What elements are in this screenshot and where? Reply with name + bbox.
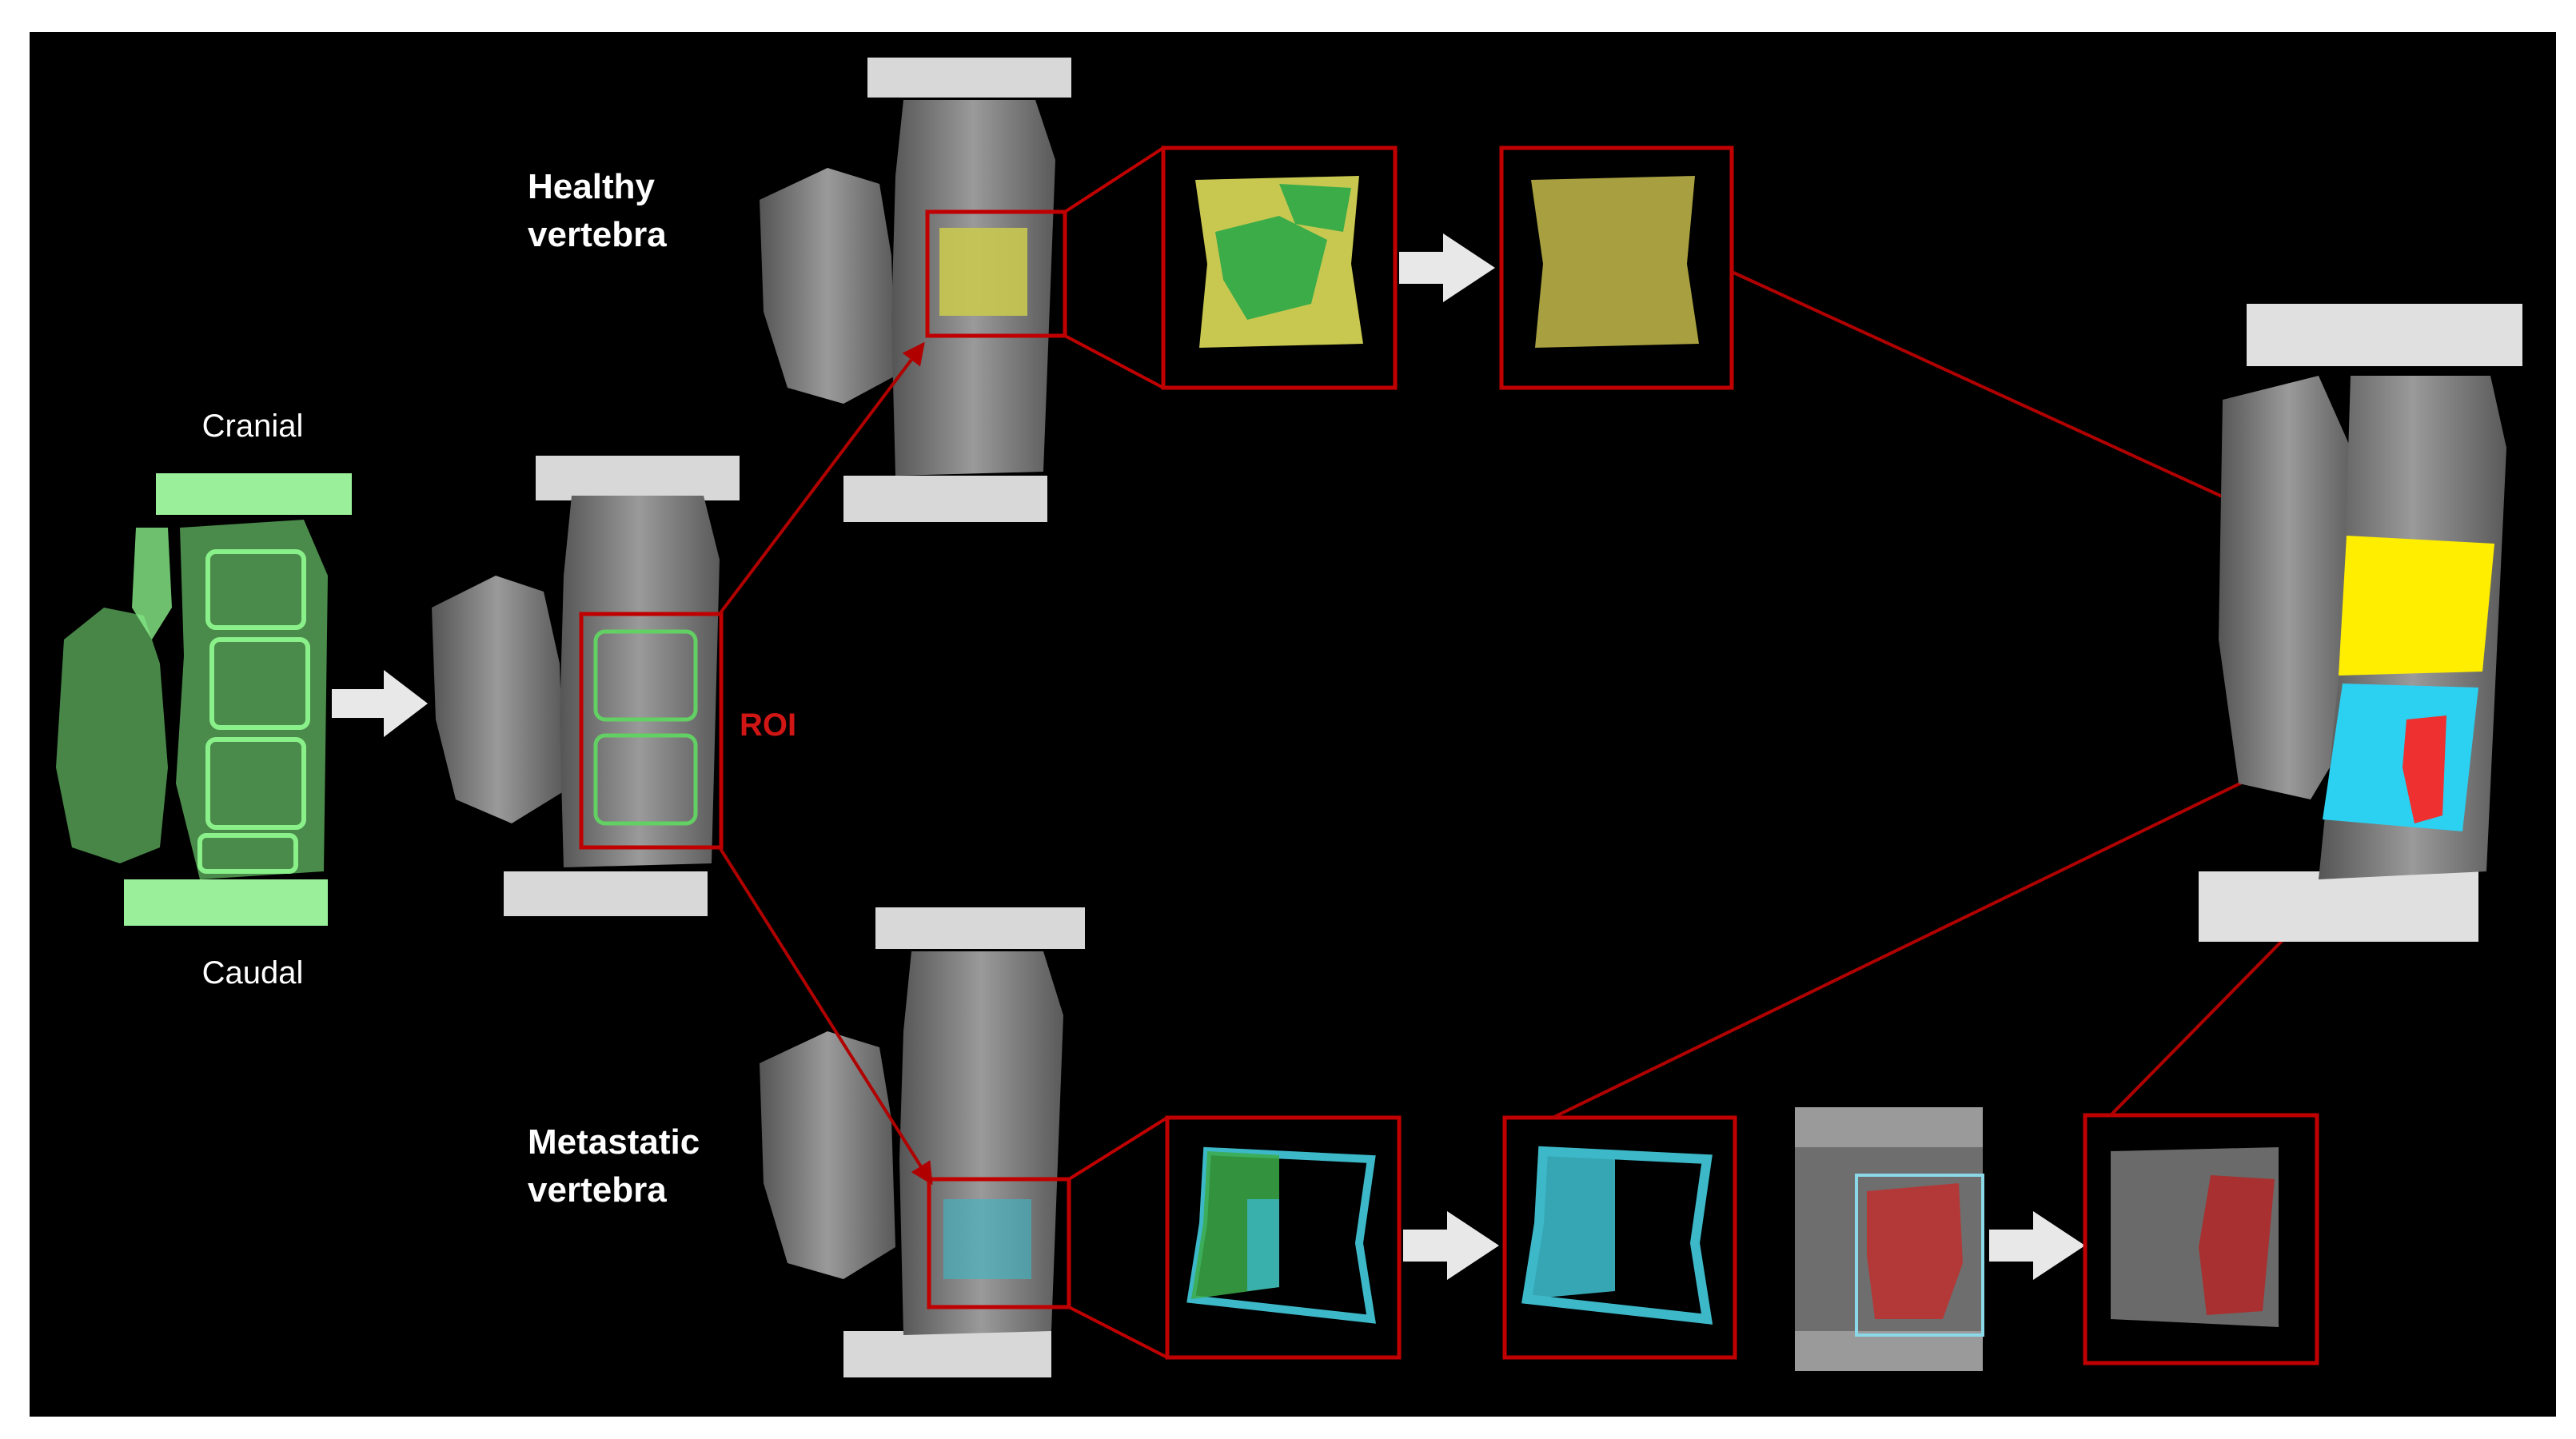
cranial-label: Cranial — [202, 409, 304, 444]
caudal-label: Caudal — [202, 955, 304, 991]
healthy-branch: Healthy vertebra — [528, 58, 2345, 616]
healthy-label-line1: Healthy — [528, 167, 655, 206]
metastatic-mask-box — [1502, 1115, 1737, 1360]
healthy-zoom-box — [1161, 145, 1398, 390]
lesion-mask-box — [2083, 1113, 2319, 1365]
healthy-mask-box — [1499, 145, 1734, 390]
flow-arrow-icon — [332, 670, 428, 737]
metastatic-label-line1: Metastatic — [528, 1122, 700, 1162]
ct-scan-bone-mask: Cranial Caudal — [56, 409, 352, 991]
final-composite — [2199, 304, 2522, 942]
roi-label: ROI — [740, 708, 796, 743]
flow-arrow-icon — [1403, 1211, 1499, 1280]
flow-arrow-icon — [1989, 1211, 2085, 1280]
metastatic-zoom-box — [1165, 1115, 1402, 1360]
healthy-label-line2: vertebra — [528, 215, 667, 254]
metastatic-label-line2: vertebra — [528, 1170, 667, 1210]
metastatic-vertebra-box — [927, 1177, 1071, 1309]
healthy-vertebra-box — [925, 209, 1067, 338]
roi-box — [579, 612, 724, 850]
flow-arrow-icon — [1399, 233, 1495, 302]
metastatic-branch: Metastatic vertebra — [528, 738, 2336, 1377]
ct-scan-roi: ROI — [432, 456, 796, 916]
lesion-roi-image — [1795, 1107, 1984, 1371]
